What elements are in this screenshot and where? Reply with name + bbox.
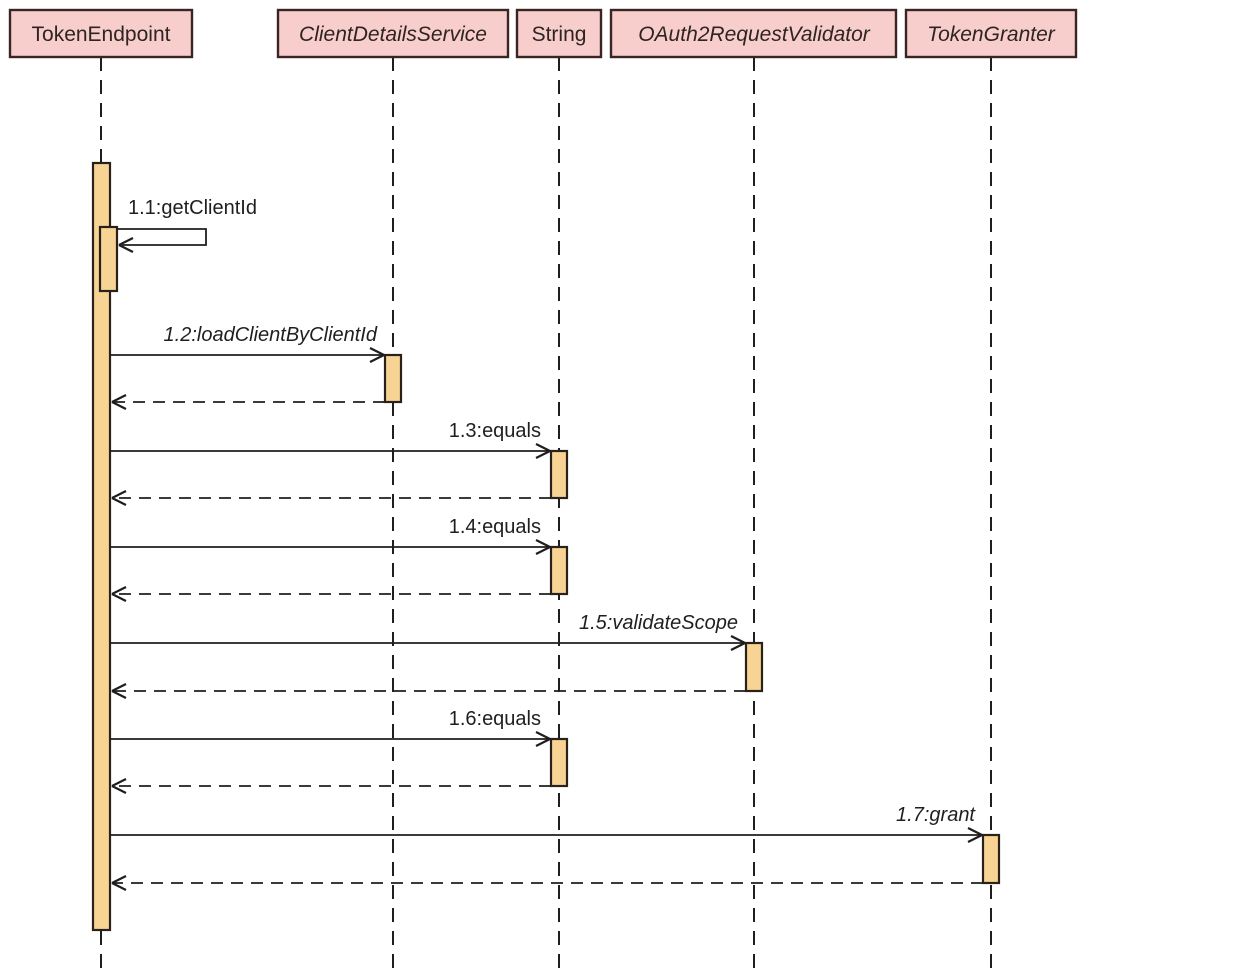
message-1-3-equals: 1.3:equals — [110, 420, 569, 506]
activation-token-endpoint-nested — [98, 225, 119, 293]
return-arrowhead-icon — [111, 875, 127, 891]
self-call-arrowhead-icon — [118, 237, 134, 253]
message-1-7-grant: 1.7:grant — [110, 804, 1001, 891]
call-arrowhead-icon — [730, 635, 746, 651]
participant-label: TokenEndpoint — [32, 23, 171, 46]
participant-oauth2-request-validator: OAuth2RequestValidator — [609, 8, 898, 59]
call-arrowhead-icon — [535, 539, 551, 555]
activation-token-granter — [981, 833, 1001, 885]
message-1-2-load-client-by-client-id: 1.2:loadClientByClientId — [110, 324, 403, 410]
call-arrowhead-icon — [369, 347, 385, 363]
return-arrowhead-icon — [111, 586, 127, 602]
call-arrowhead-icon — [535, 731, 551, 747]
message-label: 1.7:grant — [896, 804, 976, 826]
return-arrowhead-icon — [111, 683, 127, 699]
call-arrowhead-icon — [967, 827, 983, 843]
message-label: 1.1:getClientId — [128, 197, 257, 219]
participant-box — [609, 8, 898, 59]
participant-label: ClientDetailsService — [299, 23, 487, 46]
message-label: 1.2:loadClientByClientId — [164, 324, 378, 346]
message-label: 1.4:equals — [449, 516, 541, 538]
activation-string — [549, 737, 569, 788]
participant-box — [904, 8, 1078, 59]
call-arrowhead-icon — [535, 443, 551, 459]
message-label: 1.6:equals — [449, 708, 541, 730]
message-1-1-self-call: 1.1:getClientId — [98, 197, 257, 293]
return-arrowhead-icon — [111, 394, 127, 410]
participant-label: String — [532, 23, 587, 46]
self-call-line — [117, 228, 207, 246]
participant-box — [276, 8, 510, 59]
message-label: 1.5:validateScope — [579, 612, 738, 634]
message-1-5-validate-scope: 1.5:validateScope — [110, 612, 764, 699]
participant-box — [515, 8, 603, 59]
participant-token-granter: TokenGranter — [904, 8, 1078, 59]
participant-client-details-service: ClientDetailsService — [276, 8, 510, 59]
return-arrowhead-icon — [111, 490, 127, 506]
activation-string — [549, 545, 569, 596]
activation-client-details-service — [383, 353, 403, 404]
message-1-6-equals: 1.6:equals — [110, 708, 569, 794]
participant-label: TokenGranter — [927, 23, 1056, 46]
participant-label: OAuth2RequestValidator — [638, 23, 871, 46]
return-arrowhead-icon — [111, 778, 127, 794]
participant-token-endpoint: TokenEndpoint — [8, 8, 194, 59]
participant-string: String — [515, 8, 603, 59]
participant-box — [8, 8, 194, 59]
activation-oauth2-request-validator — [744, 641, 764, 693]
activation-string — [549, 449, 569, 500]
message-1-4-equals: 1.4:equals — [110, 516, 569, 602]
message-label: 1.3:equals — [449, 420, 541, 442]
